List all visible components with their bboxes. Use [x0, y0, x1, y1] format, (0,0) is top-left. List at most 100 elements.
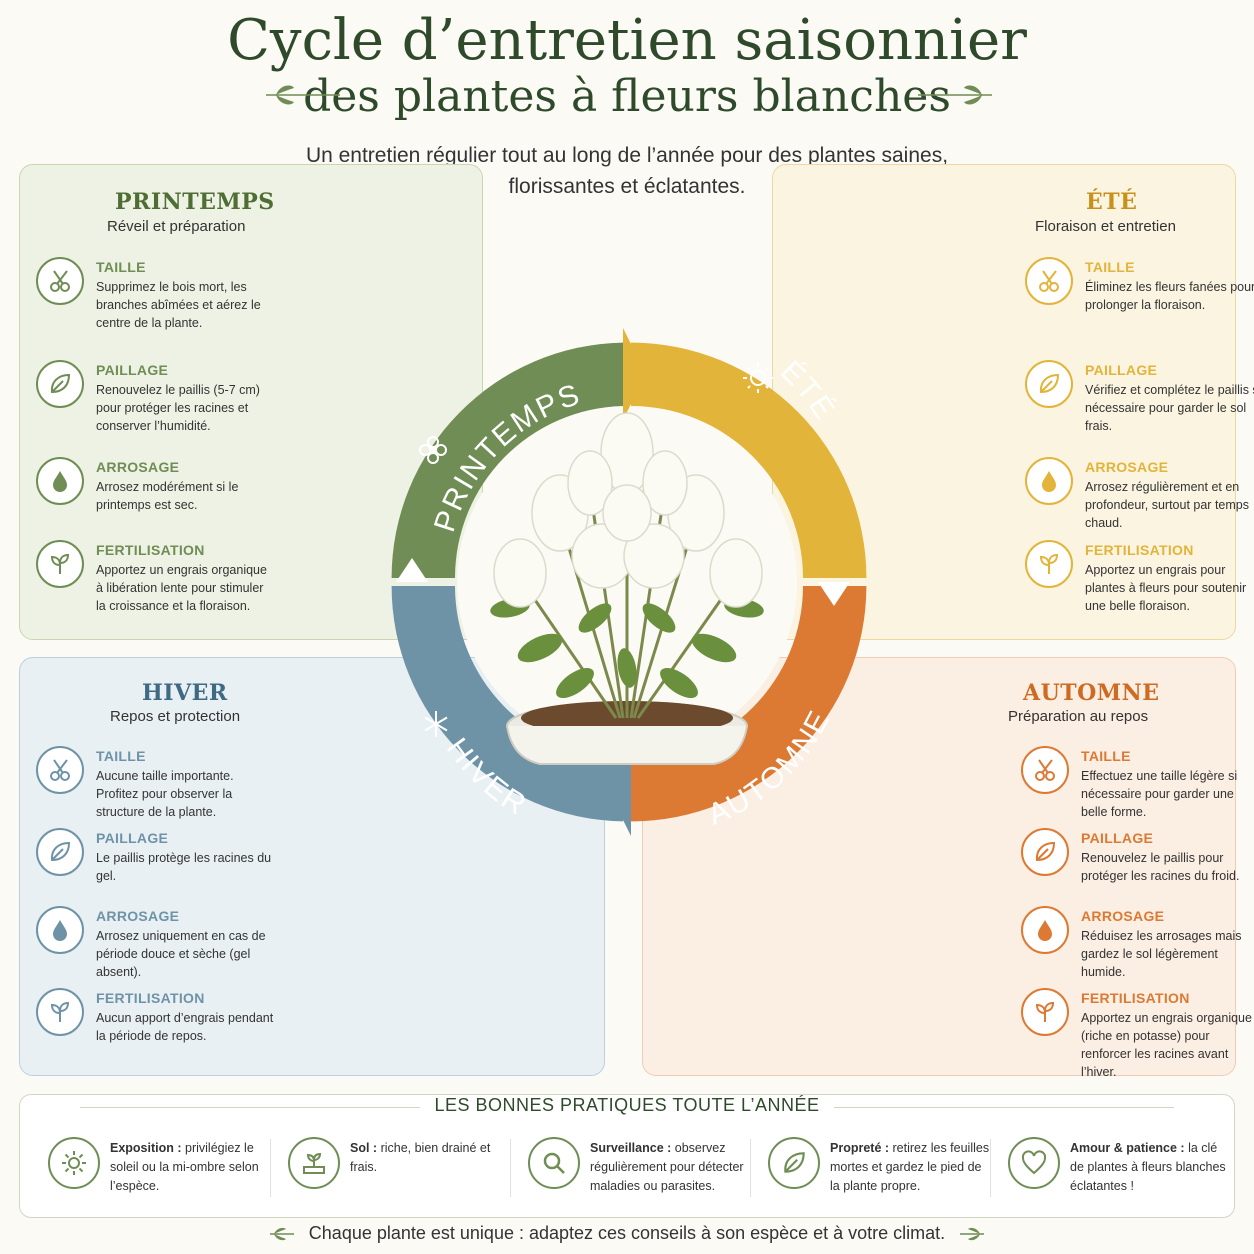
good-practices-title-text: LES BONNES PRATIQUES TOUTE L’ANNÉE — [420, 1095, 834, 1115]
care-item-text: Effectuez une taille légère si nécessair… — [1081, 769, 1238, 819]
care-item-text: Apportez un engrais organique à libérati… — [96, 563, 267, 613]
care-item-text: Réduisez les arrosages mais gardez le so… — [1081, 929, 1242, 979]
care-item-heading: TAILLE — [1085, 259, 1135, 275]
plant-in-pot-illustration — [490, 412, 764, 765]
practice-description: riche, bien drainé et frais. — [350, 1141, 491, 1174]
practice-label: Exposition : — [110, 1141, 182, 1155]
practice-label: Amour & patience : — [1070, 1141, 1185, 1155]
spring-panel: PRINTEMPS Réveil et préparation TAILLE Su… — [19, 164, 483, 640]
summer-title: ÉTÉ — [1086, 189, 1138, 215]
care-item-heading: PAILLAGE — [1085, 362, 1158, 378]
good-practices-box: LES BONNES PRATIQUES TOUTE L’ANNÉE Expos… — [19, 1094, 1235, 1218]
care-item-text: Arrosez uniquement en cas de période dou… — [96, 929, 266, 979]
care-item-text: Arrosez modérément si le printemps est s… — [96, 480, 239, 512]
practice-description: la clé de plantes à fleurs blanches écla… — [1070, 1141, 1226, 1193]
autumn-subtitle: Préparation au repos — [1008, 708, 1149, 725]
care-item-text: Arrosez régulièrement et en profondeur, … — [1085, 480, 1249, 530]
care-item-heading: PAILLAGE — [1081, 830, 1154, 846]
leaf-icon — [36, 828, 84, 876]
divider — [750, 1139, 751, 1197]
practice-text: Sol : riche, bien drainé et frais. — [350, 1139, 510, 1177]
leaf-icon — [768, 1137, 820, 1189]
leaf-icon — [1021, 828, 1069, 876]
care-item-heading: PAILLAGE — [96, 830, 169, 846]
flower-icon — [419, 436, 447, 464]
sun-icon — [743, 363, 773, 393]
sprout-icon — [36, 988, 84, 1036]
care-item-text: Supprimez le bois mort, les branches abî… — [96, 280, 261, 330]
cycle-arrow-icon — [608, 744, 631, 836]
divider — [510, 1139, 511, 1197]
care-item-text: Renouvelez le paillis (5-7 cm) pour prot… — [96, 383, 260, 433]
cycle-arc-spring — [391, 342, 623, 578]
practice-item: Surveillance : observez régulièrement po… — [518, 1137, 754, 1207]
care-item-heading: TAILLE — [96, 259, 146, 275]
autumn-title: AUTOMNE — [1023, 680, 1160, 706]
care-item-heading: TAILLE — [96, 748, 146, 764]
practice-text: Surveillance : observez régulièrement po… — [590, 1139, 750, 1196]
practice-label: Sol : — [350, 1141, 378, 1155]
pruning-shears-icon — [1021, 746, 1069, 794]
footer: Chaque plante est unique : adaptez ces c… — [0, 1220, 1254, 1246]
practice-text: Propreté : retirez les feuilles mortes e… — [830, 1139, 990, 1196]
seasonal-cycle-ring: PRINTEMPS ÉTÉ AUTOMNE HIVER — [391, 328, 867, 836]
sprout-icon — [36, 540, 84, 588]
cycle-arrow-icon — [396, 558, 428, 582]
heart-icon — [1008, 1137, 1060, 1189]
spring-title: PRINTEMPS — [115, 189, 275, 215]
practice-text: Exposition : privilégiez le soleil ou la… — [110, 1139, 270, 1196]
water-drop-icon — [36, 906, 84, 954]
summer-subtitle: Floraison et entretien — [1035, 218, 1176, 235]
care-item-heading: FERTILISATION — [96, 542, 205, 558]
care-item-heading: ARROSAGE — [96, 908, 180, 924]
water-drop-icon — [1025, 457, 1073, 505]
care-item-heading: ARROSAGE — [96, 459, 180, 475]
spring-subtitle: Réveil et préparation — [107, 218, 246, 235]
care-item-text: Aucune taille importante. Profitez pour … — [96, 769, 234, 819]
practice-item: Amour & patience : la clé de plantes à f… — [998, 1137, 1234, 1207]
leaf-sprig-icon — [918, 85, 992, 105]
good-practices-title: LES BONNES PRATIQUES TOUTE L’ANNÉE — [20, 1095, 1234, 1116]
water-drop-icon — [36, 457, 84, 505]
leaf-sprig-icon — [266, 85, 340, 105]
care-item-heading: PAILLAGE — [96, 362, 169, 378]
sprout-icon — [1021, 988, 1069, 1036]
care-item-text: Apportez un engrais organique (riche en … — [1081, 1011, 1252, 1079]
pruning-shears-icon — [1025, 257, 1073, 305]
care-item-text: Éliminez les fleurs fanées pour prolonge… — [1085, 280, 1254, 312]
winter-subtitle: Repos et protection — [110, 708, 241, 725]
leaf-icon — [36, 360, 84, 408]
practice-label: Propreté : — [830, 1141, 890, 1155]
page-subtitle: Un entretien régulier tout au long de l’… — [305, 144, 949, 198]
pruning-shears-icon — [36, 257, 84, 305]
care-item-text: Vérifiez et complétez le paillis si néce… — [1085, 383, 1254, 433]
cycle-arrow-icon — [623, 328, 646, 420]
sun-icon — [48, 1137, 100, 1189]
cycle-arc-summer — [631, 342, 867, 578]
page-title-line-2: des plantes à fleurs blanches — [303, 71, 951, 122]
leaf-sprig-icon — [269, 1228, 294, 1241]
practice-description: privilégiez le soleil ou la mi-ombre sel… — [110, 1141, 259, 1193]
practice-item: Propreté : retirez les feuilles mortes e… — [758, 1137, 994, 1207]
practice-item: Sol : riche, bien drainé et frais. — [278, 1137, 514, 1207]
snowflake-icon — [424, 711, 448, 737]
care-item-heading: TAILLE — [1081, 748, 1131, 764]
footer-text: Chaque plante est unique : adaptez ces c… — [308, 1223, 946, 1243]
practice-description: retirez les feuilles mortes et gardez le… — [830, 1141, 990, 1193]
care-item-text: Renouvelez le paillis pour protéger les … — [1081, 851, 1240, 883]
magnifier-icon — [528, 1137, 580, 1189]
soil-sprout-icon — [288, 1137, 340, 1189]
sprout-icon — [1025, 540, 1073, 588]
divider — [990, 1139, 991, 1197]
care-item-text: Aucun apport d’engrais pendant la périod… — [96, 1011, 274, 1043]
care-item-heading: FERTILISATION — [1081, 990, 1190, 1006]
care-item-heading: FERTILISATION — [96, 990, 205, 1006]
divider — [270, 1139, 271, 1197]
practice-label: Surveillance : — [590, 1141, 672, 1155]
practice-description: observez régulièrement pour détecter mal… — [590, 1141, 744, 1193]
cycle-arrow-icon — [818, 582, 850, 606]
winter-title: HIVER — [142, 680, 228, 706]
care-item-heading: ARROSAGE — [1085, 459, 1169, 475]
practice-text: Amour & patience : la clé de plantes à f… — [1070, 1139, 1230, 1196]
care-item-heading: ARROSAGE — [1081, 908, 1165, 924]
